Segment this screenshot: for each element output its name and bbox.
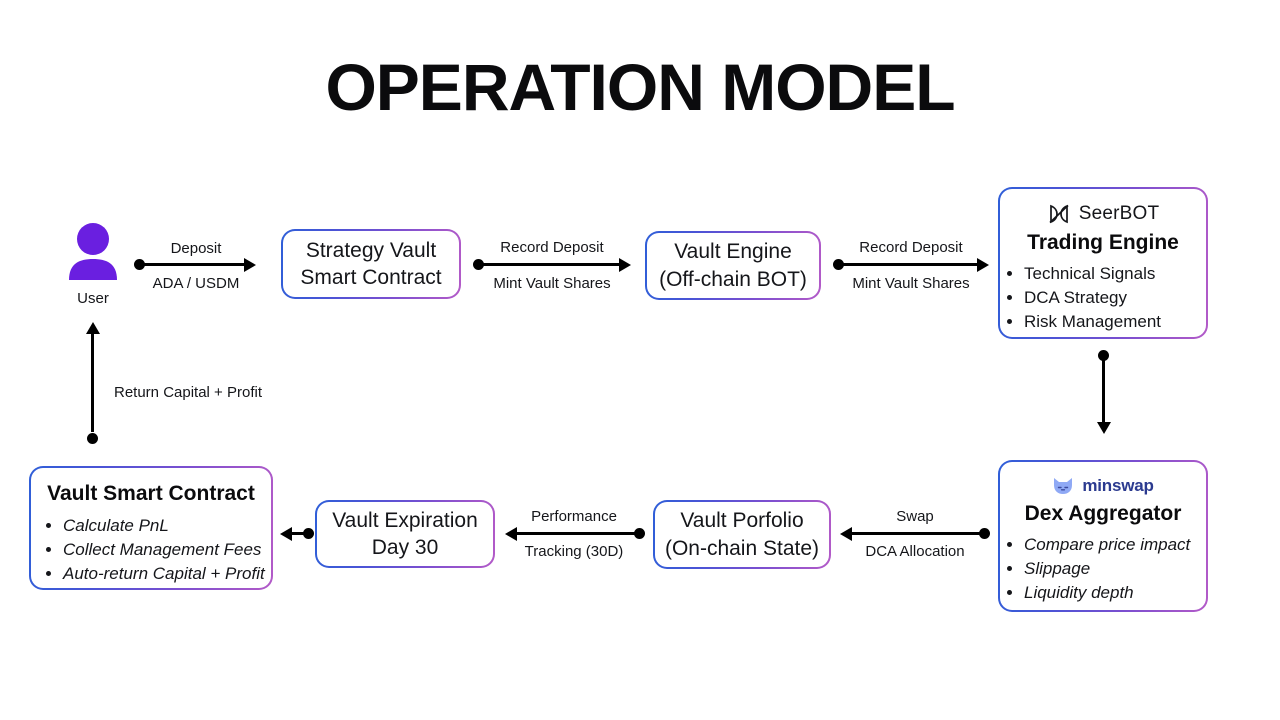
- node-vault-portfolio[interactable]: Vault Porfolio (On-chain State): [653, 500, 831, 569]
- vault-engine-line-1: Vault Engine: [674, 240, 792, 264]
- edge-arrowhead: [505, 526, 517, 541]
- edge-record-deposit-1-label-above: Record Deposit: [500, 239, 604, 256]
- edge-line: [838, 262, 980, 266]
- edge-performance: [505, 526, 645, 541]
- vault-expiration-line-1: Vault Expiration: [332, 508, 478, 532]
- edge-arrowhead: [280, 526, 292, 541]
- vault-engine-line-2: (Off-chain BOT): [659, 267, 807, 291]
- edge-arrowhead: [840, 526, 852, 541]
- edge-record-deposit-1-label-below: Mint Vault Shares: [493, 275, 611, 292]
- edge-record-deposit-2: [833, 257, 991, 272]
- edge-record-deposit-1: [473, 257, 633, 272]
- user-label: User: [77, 290, 109, 307]
- edge-swap: [840, 526, 990, 541]
- edge-return-capital-label: Return Capital + Profit: [114, 384, 262, 401]
- edge-line: [90, 332, 95, 432]
- edge-return-capital: [85, 322, 100, 444]
- dex-aggregator-heading: Dex Aggregator: [1024, 502, 1182, 525]
- strategy-vault-line-1: Strategy Vault: [305, 238, 437, 262]
- minswap-brand-row: minswap: [1052, 476, 1154, 496]
- seerbot-logo-icon: [1049, 204, 1069, 224]
- vault-smart-contract-list: Calculate PnL Collect Management Fees Au…: [31, 514, 265, 586]
- vault-portfolio-line-1: Vault Porfolio: [680, 509, 804, 533]
- edge-record-deposit-2-label-above: Record Deposit: [859, 239, 963, 256]
- list-item: Risk Management: [1024, 310, 1161, 334]
- edge-expiration-to-contract: [280, 526, 314, 541]
- vault-smart-contract-heading: Vault Smart Contract: [47, 482, 255, 505]
- list-item: Calculate PnL: [63, 514, 265, 538]
- edge-arrowhead: [619, 257, 631, 272]
- edge-line: [139, 262, 247, 266]
- edge-engine-to-dex: [1096, 350, 1111, 438]
- list-item: Liquidity depth: [1024, 581, 1190, 605]
- user-avatar-icon: [69, 223, 117, 280]
- edge-arrowhead: [244, 257, 256, 272]
- vault-expiration-line-2: Day 30: [371, 536, 439, 559]
- edge-line: [1101, 355, 1106, 425]
- edge-record-deposit-2-label-below: Mint Vault Shares: [852, 275, 970, 292]
- edge-performance-label-below: Tracking (30D): [524, 543, 624, 560]
- node-trading-engine[interactable]: SeerBOT Trading Engine Technical Signals…: [998, 187, 1208, 339]
- edge-arrowhead: [977, 257, 989, 272]
- edge-swap-label-below: DCA Allocation: [865, 543, 965, 560]
- node-vault-expiration[interactable]: Vault Expiration Day 30: [315, 500, 495, 568]
- edge-deposit: [134, 257, 258, 272]
- edge-swap-label-above: Swap: [896, 508, 934, 525]
- list-item: Auto-return Capital + Profit: [63, 562, 265, 586]
- edge-line: [850, 531, 985, 535]
- edge-deposit-label-above: Deposit: [170, 240, 222, 257]
- node-dex-aggregator[interactable]: minswap Dex Aggregator Compare price imp…: [998, 460, 1208, 612]
- edge-dot: [87, 433, 98, 444]
- seerbot-brand-row: SeerBOT: [1047, 203, 1160, 225]
- edge-line: [515, 531, 640, 535]
- minswap-cat-icon: [1054, 478, 1073, 494]
- trading-engine-list: Technical Signals DCA Strategy Risk Mana…: [1000, 262, 1161, 334]
- edge-line: [289, 531, 310, 535]
- node-vault-smart-contract[interactable]: Vault Smart Contract Calculate PnL Colle…: [29, 466, 273, 590]
- minswap-brand-name: minswap: [1082, 476, 1154, 495]
- node-strategy-vault-smart-contract[interactable]: Strategy Vault Smart Contract: [281, 229, 461, 299]
- list-item: DCA Strategy: [1024, 286, 1161, 310]
- list-item: Slippage: [1024, 557, 1190, 581]
- node-vault-engine[interactable]: Vault Engine (Off-chain BOT): [645, 231, 821, 300]
- edge-arrowhead: [1096, 422, 1111, 434]
- list-item: Compare price impact: [1024, 533, 1190, 557]
- edge-deposit-label-below: ADA / USDM: [152, 275, 240, 292]
- edge-line: [478, 262, 622, 266]
- edge-performance-label-above: Performance: [531, 508, 617, 525]
- edge-arrowhead: [85, 322, 100, 334]
- page-title: OPERATION MODEL: [325, 50, 955, 124]
- node-user: User: [60, 222, 126, 307]
- vault-portfolio-line-2: (On-chain State): [664, 536, 820, 560]
- trading-engine-heading: Trading Engine: [1027, 231, 1179, 254]
- seerbot-brand-name: SeerBOT: [1078, 203, 1160, 224]
- dex-aggregator-list: Compare price impact Slippage Liquidity …: [1000, 533, 1190, 605]
- list-item: Technical Signals: [1024, 262, 1161, 286]
- list-item: Collect Management Fees: [63, 538, 265, 562]
- strategy-vault-line-2: Smart Contract: [300, 266, 442, 289]
